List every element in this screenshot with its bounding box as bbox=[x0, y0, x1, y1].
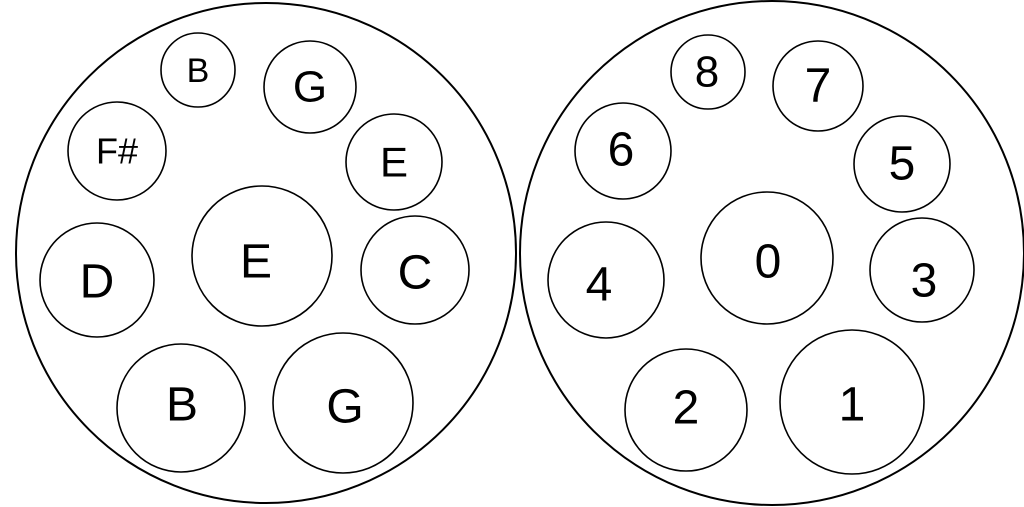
tone-field-label: 0 bbox=[755, 236, 782, 289]
tone-field-circle bbox=[345, 113, 443, 211]
tone-field-label: 5 bbox=[889, 138, 916, 191]
tone-field-circle bbox=[272, 332, 414, 474]
note-drum-tone-field-6: F# bbox=[67, 101, 167, 201]
tone-field-circle bbox=[191, 185, 333, 327]
tone-field-circle bbox=[779, 329, 925, 475]
number-drum-tone-field-3: 3 bbox=[869, 217, 975, 323]
tone-field-circle bbox=[574, 102, 672, 200]
number-drum-tone-field-8: 8 bbox=[670, 34, 746, 110]
tone-field-label: G bbox=[326, 381, 363, 434]
tone-field-circle bbox=[670, 34, 746, 110]
tone-field-circle bbox=[360, 215, 470, 325]
tone-field-label: B bbox=[166, 379, 198, 432]
tone-field-label: 6 bbox=[608, 124, 635, 177]
tone-field-label: 1 bbox=[839, 379, 866, 432]
number-drum-tone-field-6: 6 bbox=[574, 102, 672, 200]
tone-field-circle bbox=[39, 222, 155, 338]
tone-field-label: 4 bbox=[586, 259, 613, 312]
tone-field-label: B bbox=[187, 52, 210, 90]
tone-field-circle bbox=[772, 40, 864, 132]
tone-field-circle bbox=[116, 343, 246, 473]
tone-field-circle bbox=[853, 115, 951, 213]
tone-field-circle bbox=[700, 191, 834, 325]
note-drum-tone-field-4: D bbox=[39, 222, 155, 338]
note-drum-tone-field-7: G bbox=[263, 40, 357, 134]
tone-field-label: E bbox=[380, 139, 408, 186]
tone-field-circle bbox=[624, 348, 748, 472]
tone-field-label: 8 bbox=[695, 48, 719, 97]
note-drum-tone-field-8: B bbox=[160, 32, 236, 108]
number-drum-tone-field-center: 0 bbox=[700, 191, 834, 325]
note-drum-tone-field-center: E bbox=[191, 185, 333, 327]
tone-field-circle bbox=[263, 40, 357, 134]
number-drum-tone-field-2: 2 bbox=[624, 348, 748, 472]
tone-field-label: G bbox=[293, 63, 327, 112]
note-drum-tone-field-3: C bbox=[360, 215, 470, 325]
tone-field-circle bbox=[869, 217, 975, 323]
number-drum-tone-field-4: 4 bbox=[547, 221, 665, 339]
note-drum-tone-field-1: G bbox=[272, 332, 414, 474]
number-drum: 0 1 2 3 4 5 6 7 8 bbox=[519, 0, 1024, 506]
tone-field-label: E bbox=[240, 236, 272, 289]
tone-field-label: 7 bbox=[805, 60, 832, 113]
note-drum-tone-field-2: B bbox=[116, 343, 246, 473]
number-drum-tone-field-5: 5 bbox=[853, 115, 951, 213]
tone-field-circle bbox=[547, 221, 665, 339]
tone-field-label: 3 bbox=[911, 255, 938, 308]
tone-field-label: C bbox=[398, 247, 433, 300]
tone-field-label: F# bbox=[96, 131, 138, 172]
note-drum-tone-field-5: E bbox=[345, 113, 443, 211]
tone-field-circle bbox=[67, 101, 167, 201]
tone-field-label: 2 bbox=[673, 382, 700, 435]
tone-field-label: D bbox=[80, 256, 115, 309]
number-drum-tone-field-7: 7 bbox=[772, 40, 864, 132]
tone-field-circle bbox=[160, 32, 236, 108]
note-drum: E G B C D E F# G B bbox=[15, 2, 517, 504]
number-drum-tone-field-1: 1 bbox=[779, 329, 925, 475]
